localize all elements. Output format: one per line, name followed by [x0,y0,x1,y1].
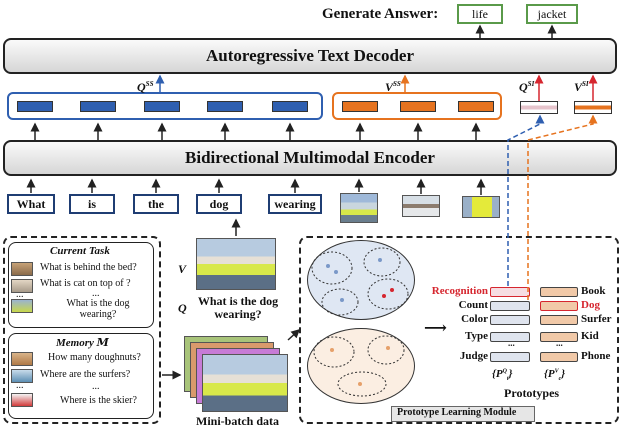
visual-token [342,101,378,112]
memory-question: How many doughnuts? [48,352,141,363]
current-task-title: Current Task [50,245,110,257]
question-token [144,101,180,112]
memory-question: Where are the surfers? [40,369,131,380]
question-type-count: Count [458,299,488,311]
visual-token [458,101,494,112]
minibatch-label: Mini-batch data [196,414,280,428]
current-task-question: What is cat on top of ? [40,278,131,289]
concept-bar [540,301,578,311]
v-input-symbol: V [178,262,187,276]
bidirectional-multimodal-encoder: Bidirectional Multimodal Encoder [3,140,617,176]
image-patch [340,193,378,223]
question-type-dots: ... [508,338,515,348]
question-type-recognition: Recognition [431,285,488,297]
current-task-panel [8,242,154,328]
question-word-dog: dog [196,194,242,214]
current-task-question: What is behind the bed? [40,262,137,273]
encoder-title: Bidirectional Multimodal Encoder [185,148,435,167]
concept-bar [540,332,578,342]
decoder-to-answer-arrows [475,24,557,38]
answer-token-jacket: jacket [526,4,578,24]
image-patch [402,195,440,217]
current-task-dots-left: ... [16,289,24,300]
arrow-to-prototypes: ⟶ [424,320,447,337]
concept-bar [540,352,578,362]
memory-panel [8,333,154,419]
current-task-image [11,279,33,293]
generate-answer-label: Generate Answer: [322,6,439,22]
minibatch-card [202,354,288,412]
data-source-panel [3,236,161,424]
question-type-bar [490,287,530,297]
question-prototype-set: {PQt} [492,368,513,383]
answer-token-life: life [457,4,503,24]
question-token [80,101,116,112]
v-ss-symbol: VSS [385,80,401,94]
q-si-symbol: QSI [519,80,535,94]
question-type-bar [490,352,530,362]
memory-image [11,369,33,383]
question-type-judge: Judge [459,350,488,362]
current-task-image [11,262,33,276]
current-task-question: What is the dog wearing? [66,298,130,320]
memory-question: Where is the skier? [60,395,137,406]
concept-book: Book [581,285,606,297]
concept-dots: ... [556,338,563,348]
concept-bar [540,287,578,297]
question-token [207,101,243,112]
prototypes-caption: Prototypes [504,386,560,400]
question-token [272,101,308,112]
memory-image [11,393,33,407]
memory-title: Memory M [56,336,109,349]
current-task-dots: ... [92,288,100,299]
concept-dog: Dog [581,299,600,311]
concept-prototype-set: {PVc} [544,368,566,383]
question-token [17,101,53,112]
memory-dots: ... [92,381,100,392]
concept-phone: Phone [581,350,611,362]
question-type-bar [490,315,530,325]
encoder-to-token-arrows [30,122,481,140]
current-task-image [11,299,33,313]
autoregressive-text-decoder: Autoregressive Text Decoder [3,38,617,74]
visual-token [400,101,436,112]
memory-image [11,352,33,366]
prototype-module-title-box [391,406,535,422]
question-word-wearing: wearing [268,194,322,214]
question-token-group [7,92,323,120]
concept-surfer: Surfer [581,313,612,325]
question-type-type: Type [464,330,488,342]
q-ss-symbol: QSS [137,80,154,94]
question-word-what: What [7,194,55,214]
input-image-dog [196,238,276,290]
question-type-bar [490,301,530,311]
question-prototype-token [520,101,558,114]
question-word-the: the [133,194,179,214]
q-input-symbol: Q [178,301,187,315]
decoder-title: Autoregressive Text Decoder [205,46,415,65]
v-si-symbol: VSI [574,80,589,94]
question-type-bar [490,332,530,342]
prototype-module-title: Prototype Learning Module [397,407,517,418]
image-patch [462,196,500,218]
question-type-color: Color [461,313,488,325]
visual-token-group [332,92,502,120]
visual-prototype-token [574,101,612,114]
concept-kid: Kid [581,330,599,342]
concept-cluster-space [307,328,415,404]
concept-bar [540,315,578,325]
question-type-cluster-space [307,240,415,320]
input-question: What is the dog wearing? [197,294,279,321]
question-word-is: is [69,194,115,214]
memory-dots-left: ... [16,380,24,391]
